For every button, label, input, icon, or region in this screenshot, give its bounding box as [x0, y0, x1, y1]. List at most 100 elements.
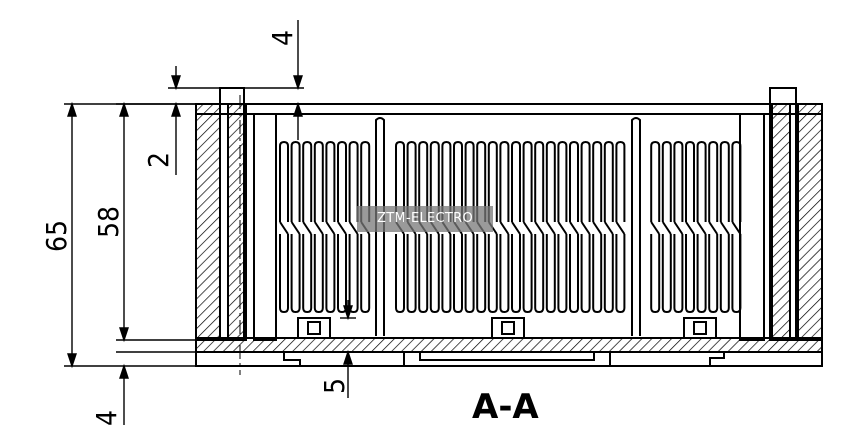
fin-cross-33: [708, 221, 719, 235]
section-label: A-A: [472, 387, 539, 427]
fin-upper-6: [348, 140, 359, 222]
fin-cross-34: [719, 221, 730, 235]
housing: [195, 87, 823, 375]
fin-upper-34: [719, 140, 730, 222]
heat-sink-fins: [279, 117, 742, 336]
fin-cross-28: [650, 221, 661, 235]
fin-upper-22: [557, 140, 568, 222]
mounting-blocks: [297, 317, 717, 339]
fin-cross-4: [325, 221, 336, 235]
fin-lower-20: [534, 234, 545, 314]
fin-lower-33: [708, 234, 719, 314]
fin-upper-10: [418, 140, 429, 222]
fin-upper-15: [476, 140, 487, 222]
dim-inner-height: 58: [92, 206, 125, 238]
fin-cross-18: [511, 221, 521, 235]
fin-upper-7: [360, 140, 371, 222]
fin-cross-2: [302, 221, 313, 235]
fin-cross-20: [534, 221, 545, 235]
fin-lower-9: [406, 234, 417, 314]
dimension-lines: [64, 20, 356, 425]
fin-cross-35: [731, 221, 742, 235]
fin-upper-1: [290, 140, 301, 222]
fin-upper-32: [696, 140, 707, 222]
fin-upper-25: [592, 140, 603, 222]
fin-lower-12: [441, 234, 452, 314]
fin-lower-26: [603, 234, 614, 314]
fin-upper-31: [685, 140, 695, 222]
fin-lower-1: [290, 234, 301, 314]
fin-lower-25: [592, 234, 603, 314]
fin-upper-28: [650, 140, 661, 222]
fin-upper-35: [731, 140, 742, 222]
fin-lower-2: [302, 234, 313, 314]
fin-lower-35: [731, 234, 742, 314]
dim-rim-thickness: 2: [142, 152, 175, 168]
watermark-badge: ZTM-ELECTRO: [357, 206, 493, 232]
fin-cross-24: [580, 221, 591, 235]
fin-upper-30: [673, 140, 684, 222]
fin-lower-31: [685, 234, 695, 314]
dim-top-offset: 4: [266, 30, 299, 46]
fin-lower-5: [337, 234, 347, 314]
fin-lower-17: [499, 234, 510, 314]
fin-cross-26: [603, 221, 614, 235]
fin-upper-19: [522, 140, 533, 222]
fin-lower-23: [569, 234, 579, 314]
fin-cross-32: [696, 221, 707, 235]
fin-lower-14: [464, 234, 475, 314]
fin-upper-5: [337, 140, 347, 222]
support-post-0: [375, 117, 385, 336]
fin-upper-17: [499, 140, 510, 222]
fin-upper-2: [302, 140, 313, 222]
support-post-1: [631, 117, 641, 336]
fin-lower-22: [557, 234, 568, 314]
fin-upper-4: [325, 140, 336, 222]
fin-upper-20: [534, 140, 545, 222]
fin-upper-23: [569, 140, 579, 222]
fin-lower-16: [487, 234, 498, 314]
fin-cross-25: [592, 221, 603, 235]
fin-upper-33: [708, 140, 719, 222]
fin-lower-27: [615, 234, 626, 314]
fin-upper-24: [580, 140, 591, 222]
fin-lower-18: [511, 234, 521, 314]
fin-cross-0: [279, 221, 289, 235]
fin-lower-0: [279, 234, 289, 314]
fin-lower-7: [360, 234, 371, 314]
fin-lower-28: [650, 234, 661, 314]
fin-cross-27: [615, 221, 626, 235]
fin-upper-14: [464, 140, 475, 222]
fin-lower-30: [673, 234, 684, 314]
fin-lower-3: [313, 234, 324, 314]
fin-lower-11: [429, 234, 440, 314]
dimension-labels: 65 58 2 4 5 4 A-A: [40, 30, 539, 427]
fin-upper-0: [279, 140, 289, 222]
fin-cross-21: [545, 221, 556, 235]
fin-cross-1: [290, 221, 301, 235]
fin-upper-21: [545, 140, 556, 222]
fin-lower-19: [522, 234, 533, 314]
dim-overall-height: 65: [40, 220, 73, 252]
fin-upper-9: [406, 140, 417, 222]
fin-upper-12: [441, 140, 452, 222]
fin-upper-26: [603, 140, 614, 222]
fin-upper-16: [487, 140, 498, 222]
fin-upper-13: [453, 140, 463, 222]
dim-base-offset: 5: [318, 378, 351, 394]
fin-upper-8: [395, 140, 405, 222]
fin-cross-23: [569, 221, 579, 235]
dim-bottom-offset: 4: [90, 410, 123, 426]
fin-lower-34: [719, 234, 730, 314]
fin-lower-24: [580, 234, 591, 314]
fin-cross-3: [313, 221, 324, 235]
fin-lower-4: [325, 234, 336, 314]
fin-upper-29: [661, 140, 672, 222]
fin-lower-6: [348, 234, 359, 314]
fin-lower-29: [661, 234, 672, 314]
fin-lower-15: [476, 234, 487, 314]
fin-cross-19: [522, 221, 533, 235]
fin-lower-10: [418, 234, 429, 314]
fin-cross-31: [685, 221, 695, 235]
